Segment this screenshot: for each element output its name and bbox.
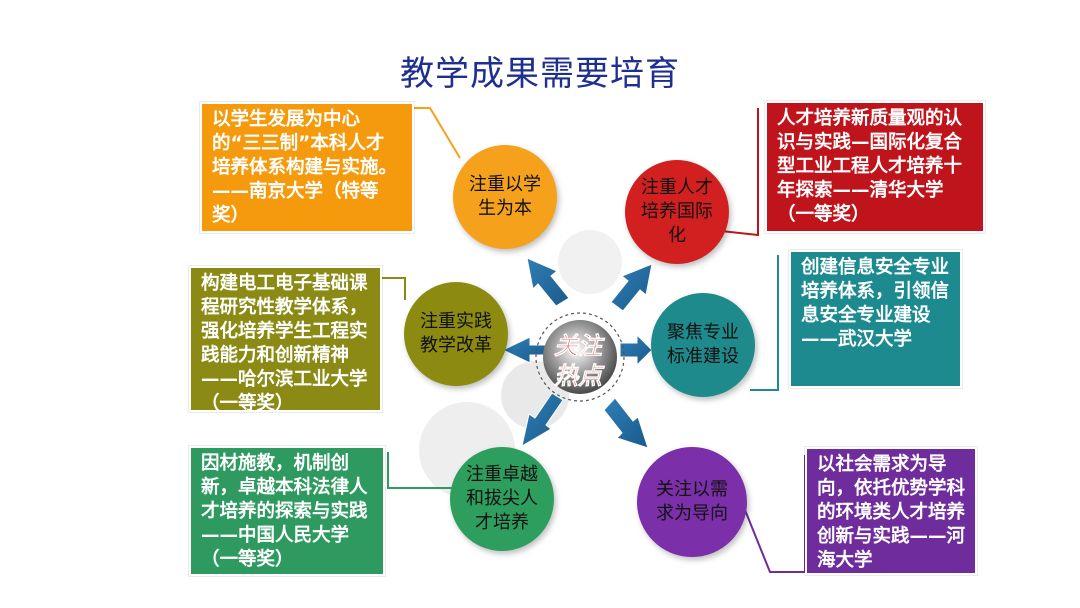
arrow-up-right xyxy=(610,263,653,312)
topic-label-line: 教学改革 xyxy=(420,335,492,356)
topic-label-line: 求为导向 xyxy=(656,503,728,524)
arrow-right xyxy=(619,333,653,367)
page-title: 教学成果需要培育 xyxy=(400,54,680,94)
award-box-harbin: 构建电工电子基础课程研究性教学体系，强化培养学生工程实践能力和创新精神——哈尔滨… xyxy=(189,266,382,414)
connector-line xyxy=(744,455,806,573)
connector-line xyxy=(382,277,406,300)
topic-label-line: 标准建设 xyxy=(667,346,739,367)
arrow-down-left xyxy=(521,392,564,448)
connector-line xyxy=(413,107,461,159)
award-box-wuhan: 创建信息安全专业培养体系，引领信息安全专业建设——武汉大学 xyxy=(789,250,962,388)
arrow-down-right xyxy=(603,397,649,449)
topic-label-line: 注重人才 xyxy=(641,177,713,198)
connector-line xyxy=(750,255,779,391)
topic-circle-student: 注重以学 生为本 xyxy=(453,145,557,249)
award-box-tsinghua: 人才培养新质量观的认识与实践—国际化复合型工业工程人才培养十年探索——清华大学（… xyxy=(765,101,985,233)
topic-label-line: 化 xyxy=(668,225,686,246)
connector-line xyxy=(387,452,460,489)
center-label-line2: 热点 xyxy=(553,362,605,390)
topic-label-line: 生为本 xyxy=(478,198,532,219)
center-label-line1: 关注 xyxy=(554,332,605,360)
topic-label-line: 和拔尖人 xyxy=(466,488,538,509)
topic-label-line: 注重卓越 xyxy=(466,464,538,485)
topic-circle-practice: 注重实践 教学改革 xyxy=(404,282,508,386)
topic-label-line: 才培养 xyxy=(475,512,529,533)
topic-circle-international: 注重人才 培养国际 化 xyxy=(625,160,729,264)
award-box-nanjing: 以学生发展为中心的“三三制”本科人才培养体系构建与实施。——南京大学（特等奖） xyxy=(200,102,414,233)
center-ring xyxy=(535,312,625,402)
award-box-hohai: 以社会需求为导向，依托优势学科的环境类人才培养创新与实践——河海大学 xyxy=(805,447,977,575)
award-box-renmin: 因材施教，机制创新，卓越本科法律人才培养的探索与实践——中国人民大学（一等奖） xyxy=(189,446,385,576)
decor-circle xyxy=(558,230,622,294)
topic-circle-demand: 关注以需 求为导向 xyxy=(637,447,747,557)
arrow-left xyxy=(501,336,548,364)
topic-label-line: 关注以需 xyxy=(656,479,728,500)
topic-circle-standard: 聚焦专业 标准建设 xyxy=(651,293,755,397)
topic-label-line: 注重以学 xyxy=(469,174,541,195)
center-hub xyxy=(543,320,617,394)
topic-label-line: 聚焦专业 xyxy=(667,322,739,343)
topic-label-line: 注重实践 xyxy=(420,311,492,332)
topic-circle-excellence: 注重卓越 和拔尖人 才培养 xyxy=(450,447,554,551)
arrow-up-left xyxy=(526,257,570,307)
topic-label-line: 培养国际 xyxy=(641,201,713,222)
